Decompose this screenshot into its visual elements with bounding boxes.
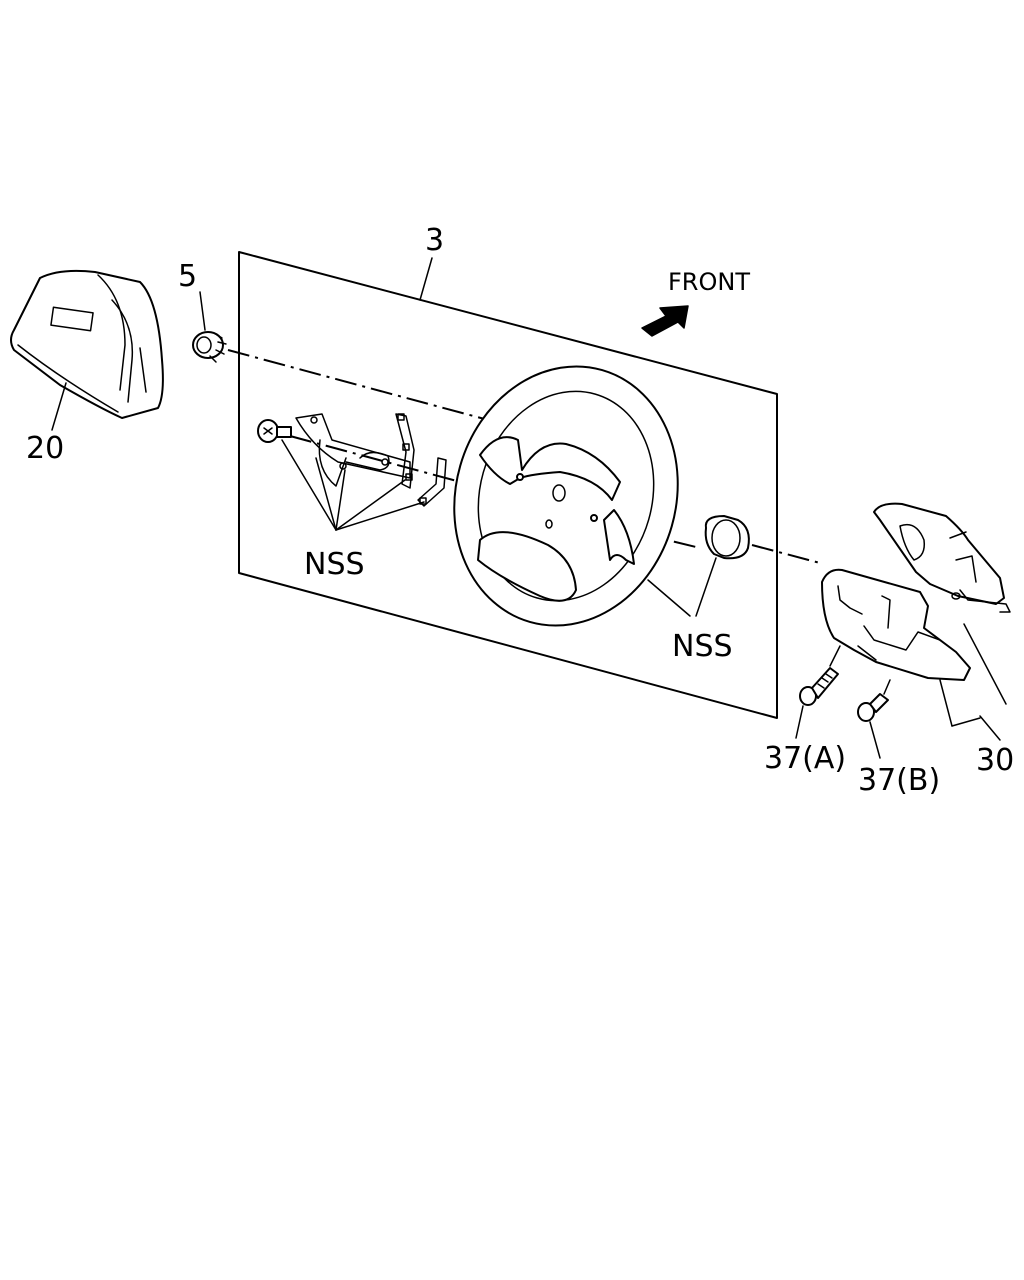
front-direction-arrow-icon <box>641 305 689 337</box>
label-front: FRONT <box>668 268 750 296</box>
part-30-lower-column-cover[interactable] <box>821 568 971 681</box>
nss-left-leaders <box>281 439 425 531</box>
label-part-37a: 37(A) <box>764 741 846 776</box>
horn-contact-brackets <box>295 413 447 507</box>
label-part-20: 20 <box>26 431 64 466</box>
part-3-assembly-panel <box>238 251 778 719</box>
steering-wheel[interactable] <box>424 340 708 652</box>
part-37b-screw[interactable] <box>857 679 891 759</box>
screw-bolt[interactable] <box>257 419 292 443</box>
part-30-upper-column-cover[interactable] <box>873 502 1011 613</box>
collar-ring[interactable] <box>704 515 750 560</box>
alignment-line-column <box>751 544 821 564</box>
part-20-horn-pad[interactable] <box>10 269 164 431</box>
label-part-37b: 37(B) <box>858 763 940 798</box>
label-part-3: 3 <box>425 223 444 258</box>
label-nss-right: NSS <box>672 629 733 664</box>
label-nss-left: NSS <box>304 547 365 582</box>
label-part-5: 5 <box>178 259 197 294</box>
nss-right-leaders <box>647 557 717 617</box>
label-part-30: 30 <box>976 743 1014 778</box>
part-5-nut[interactable] <box>192 291 227 363</box>
part-37a-tapping-screw[interactable] <box>795 645 841 739</box>
